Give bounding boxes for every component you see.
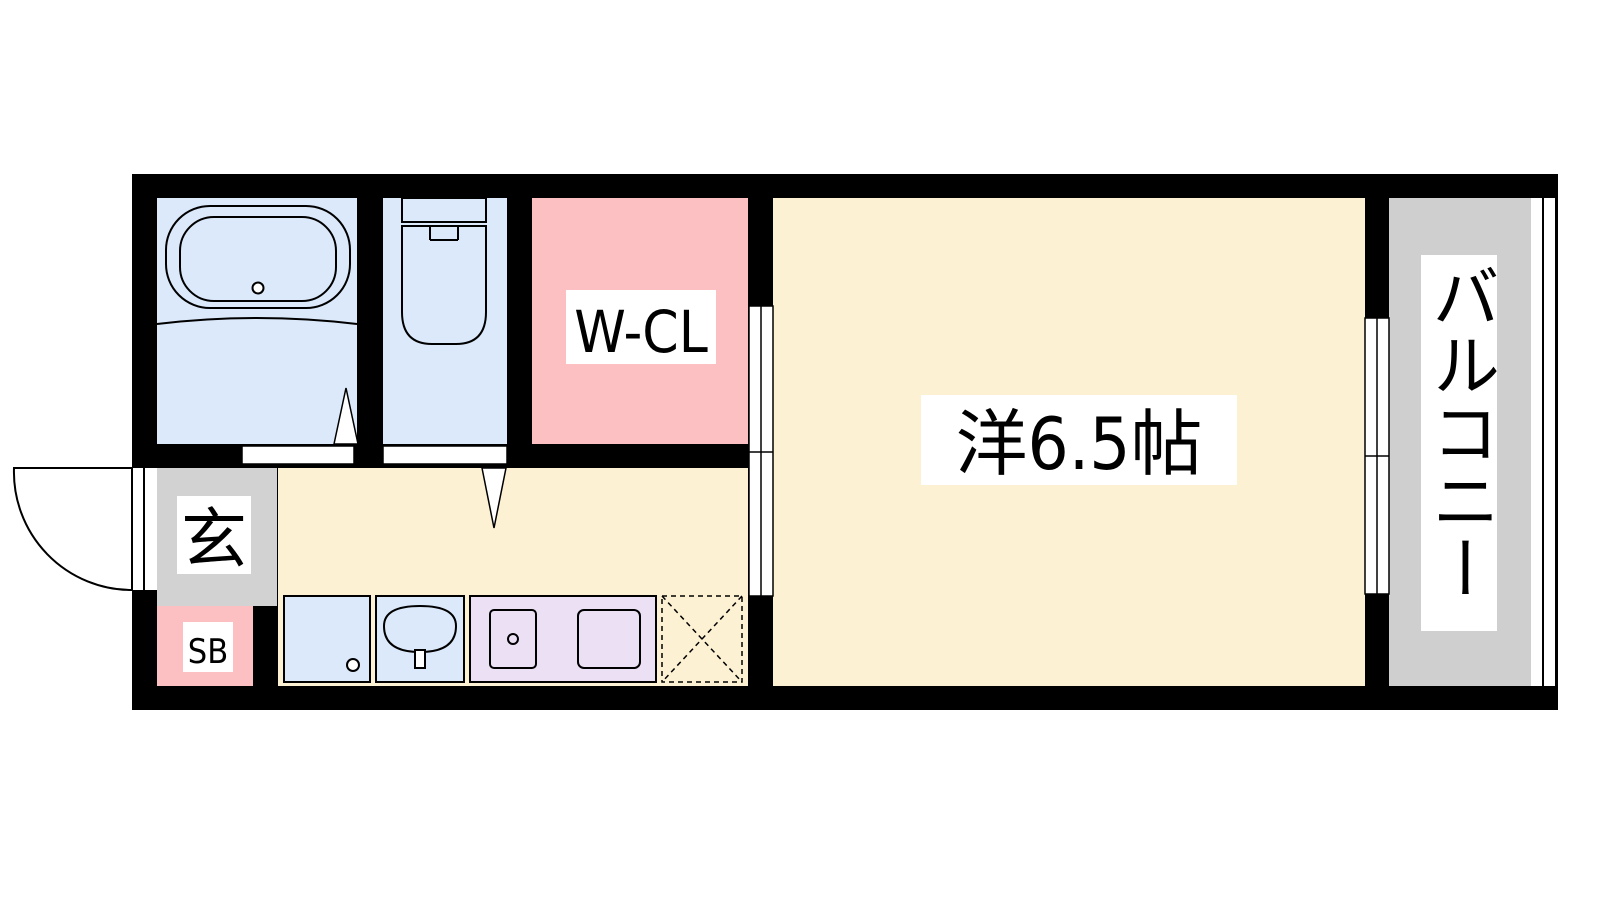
walk-in-closet-label: W-CL — [574, 298, 708, 366]
western-room-label: 洋6.5帖 — [956, 402, 1203, 486]
bathtub-drain-icon — [251, 281, 265, 295]
entrance-label: 玄 — [181, 501, 247, 578]
bathtub-inner — [179, 216, 337, 302]
bathroom-door-sill — [241, 445, 355, 465]
toilet-door-sill — [382, 445, 508, 465]
stove-burner-right — [577, 609, 641, 669]
shoe-box-label: SB — [188, 632, 228, 672]
stove-burner-left — [489, 609, 537, 669]
entrance-label-bg — [177, 496, 251, 574]
bathtub-outer — [165, 205, 351, 309]
toilet-seat — [401, 225, 487, 345]
entrance-door-swing — [12, 467, 133, 592]
shoe-box-label-bg — [183, 622, 233, 672]
toilet-tank — [401, 197, 487, 223]
fridge-space — [661, 595, 743, 683]
sink-icon — [382, 604, 458, 654]
western-room-label-bg — [921, 395, 1237, 485]
washing-machine-drain-icon — [346, 658, 360, 672]
stove-knob-icon — [507, 633, 519, 645]
bathtub-floor-curve — [156, 317, 358, 325]
sink-counter — [375, 595, 465, 683]
balcony-label: バルコニー — [1420, 262, 1499, 602]
toilet-door-marker — [481, 467, 507, 529]
stove-counter — [469, 595, 657, 683]
toilet-lid-notch — [429, 226, 459, 241]
balcony-label-bg — [1421, 255, 1497, 631]
faucet-icon — [414, 649, 426, 669]
fridge-space-cross-b — [661, 595, 743, 683]
bathroom-door-marker — [333, 387, 359, 445]
wcl-label-bg — [566, 290, 716, 364]
